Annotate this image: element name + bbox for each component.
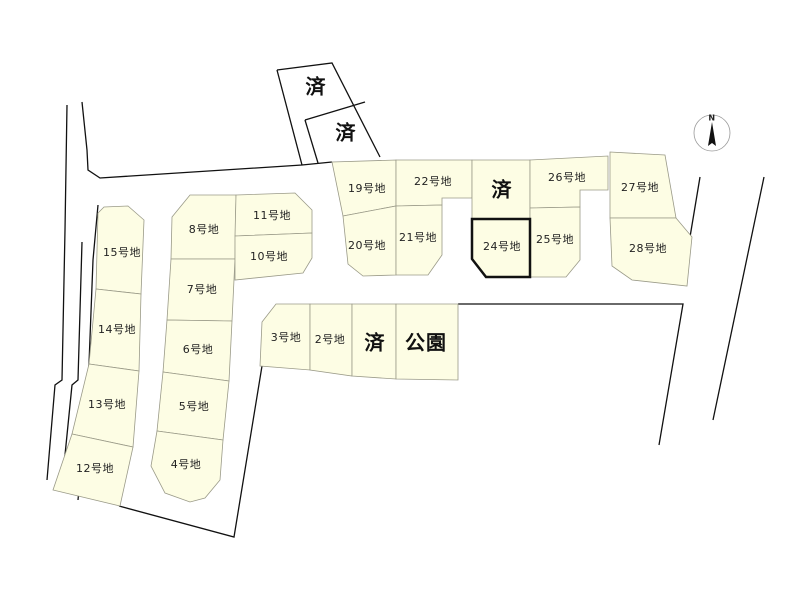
lot-label-lot-3: 3号地 [270,331,302,344]
lot-label-lot-15: 15号地 [103,246,141,259]
plot-4[interactable] [150,430,224,503]
compass-label: N [708,113,716,123]
lot-label-lot-26: 26号地 [548,171,586,184]
sold-label-sold-north-1: 済 [305,74,327,99]
lot-label-lot-11: 11号地 [253,209,291,222]
plots-central-west [150,192,313,503]
lot-label-lot-14: 14号地 [98,323,136,336]
lot-label-lot-24: 24号地 [483,240,521,253]
plot-10[interactable] [234,232,313,281]
sold-label-sold-1: 済 [364,330,386,355]
lot-label-lot-20: 20号地 [348,239,386,252]
lot-label-lot-5: 5号地 [178,400,210,413]
lot-label-lot-21: 21号地 [399,231,437,244]
lot-label-lot-12: 12号地 [76,462,114,475]
lot-label-lot-8: 8号地 [188,223,220,236]
plot-21[interactable] [395,204,443,276]
plot-24-selected[interactable] [470,217,532,279]
plot-20[interactable] [342,205,397,277]
compass-icon [693,114,731,152]
lot-label-lot-22: 22号地 [414,175,452,188]
lot-label-lot-10: 10号地 [250,250,288,263]
lot-label-lot-4: 4号地 [170,458,202,471]
sold-label-sold-north-2: 済 [335,120,357,145]
plot-11[interactable] [234,192,313,237]
road-lines [46,62,765,538]
lot-label-lot-2: 2号地 [314,333,346,346]
plots-west [52,205,145,507]
lot-label-lot-28: 28号地 [629,242,667,255]
plots-north [331,151,693,287]
lot-label-lot-25: 25号地 [536,233,574,246]
lot-label-lot-27: 27号地 [621,181,659,194]
park-area[interactable] [395,303,459,381]
lot-label-lot-13: 13号地 [88,398,126,411]
park-label: 公園 [405,330,447,355]
sold-label-sold-23: 済 [491,177,513,202]
plots-south [259,303,459,381]
plot-12[interactable] [52,433,134,507]
lot-label-lot-7: 7号地 [186,283,218,296]
north-compass [692,113,732,153]
lot-label-lot-19: 19号地 [348,182,386,195]
plot-28[interactable] [609,217,693,287]
lot-label-lot-6: 6号地 [182,343,214,356]
